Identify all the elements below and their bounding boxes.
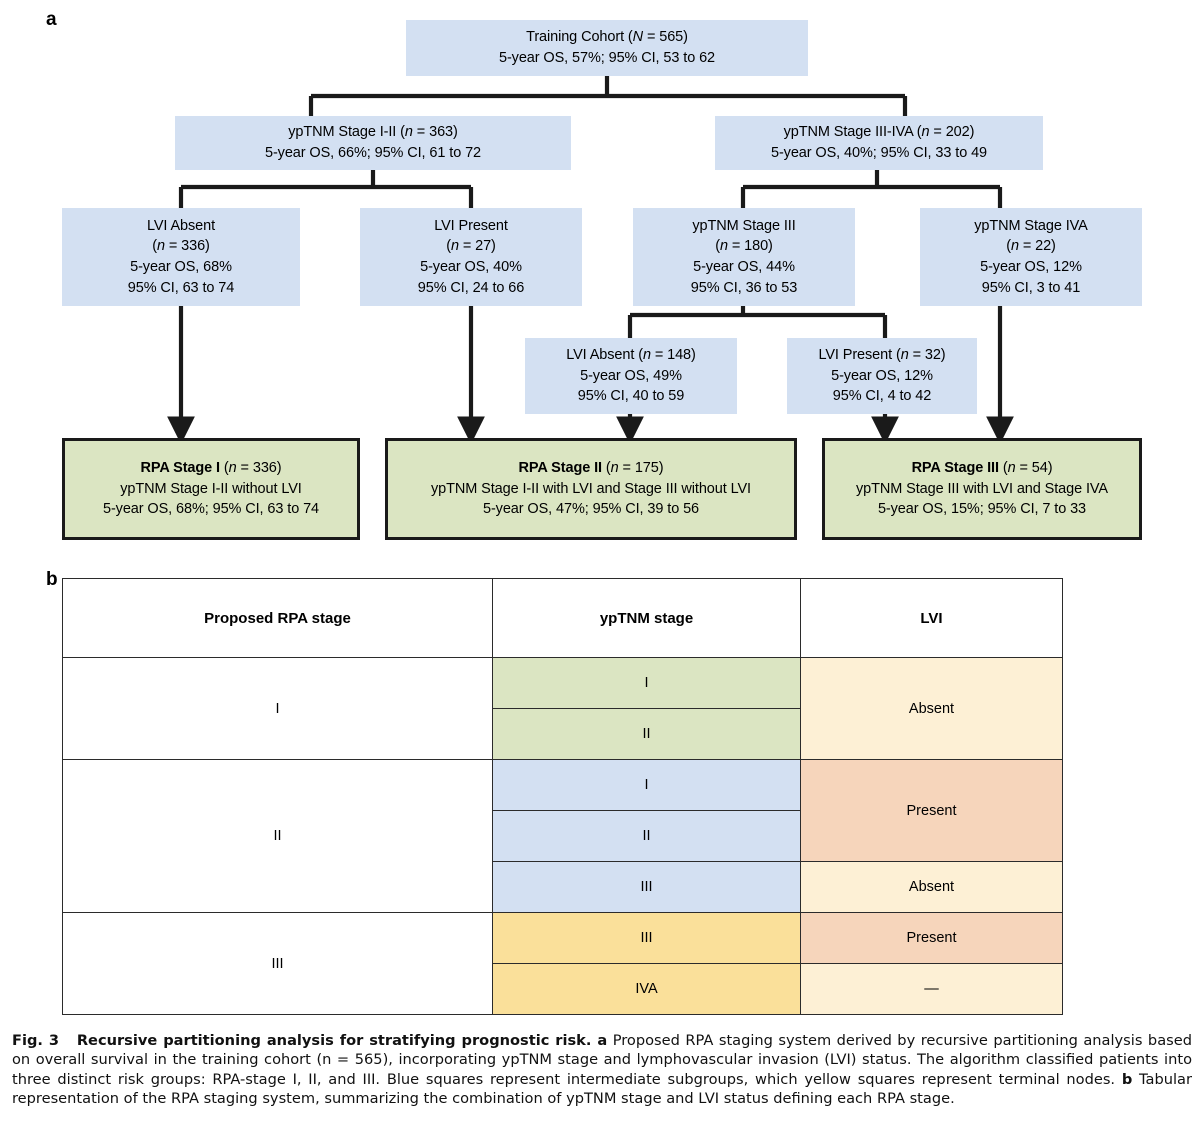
caption-title: Recursive partitioning analysis for stra…	[76, 1032, 592, 1049]
table-row: IVA —	[63, 963, 1063, 1015]
node-line: (n = 22)	[1006, 238, 1056, 255]
rpa-staging-table: Proposed RPA stage ypTNM stage LVI I I A…	[62, 578, 1063, 1015]
caption-marker-b: b	[1121, 1070, 1133, 1088]
table-row: II I Present	[62, 759, 1063, 913]
caption-fig-label: Fig. 3	[12, 1032, 60, 1049]
node-lvi-absent-148[interactable]: LVI Absent (n = 148) 5-year OS, 49% 95% …	[525, 338, 737, 414]
node-line: 5-year OS, 44%	[693, 259, 795, 275]
node-rpa-stage-3[interactable]: RPA Stage III (n = 54) ypTNM Stage III w…	[822, 438, 1142, 540]
table-row: II	[63, 810, 1063, 862]
cell-yptnm-stage: IVA	[492, 963, 801, 1015]
caption-body-b: Tabular representation of the RPA stagin…	[12, 1070, 1192, 1107]
column-header-yptnm-stage: ypTNM stage	[492, 578, 801, 658]
node-line: 5-year OS, 47%; 95% CI, 39 to 56	[482, 501, 700, 518]
node-line: ypTNM Stage III	[692, 217, 796, 234]
cell-yptnm-stage: III	[492, 912, 801, 964]
node-line: 5-year OS, 49%	[580, 367, 682, 384]
node-rpa-stage-2[interactable]: RPA Stage II (n = 175) ypTNM Stage I-II …	[385, 438, 797, 540]
node-line: RPA Stage II (n = 175)	[518, 460, 664, 477]
node-rpa-stage-1[interactable]: RPA Stage I (n = 336) ypTNM Stage I-II w…	[62, 438, 360, 540]
node-line: 5-year OS, 66%; 95% CI, 61 to 72	[264, 145, 482, 161]
node-line: LVI Absent (n = 148)	[566, 347, 696, 364]
table-row: III Absent	[63, 861, 1063, 913]
node-line: 5-year OS, 40%	[420, 259, 522, 275]
caption-body-a: Proposed RPA staging system derived by r…	[12, 1032, 1192, 1088]
cell-yptnm-stage: II	[492, 708, 801, 760]
cell-yptnm-stage: I	[492, 657, 801, 709]
node-line: ypTNM Stage I-II (n = 363)	[288, 124, 458, 141]
table-header-row: Proposed RPA stage ypTNM stage LVI	[62, 578, 1063, 658]
node-line: 5-year OS, 12%	[980, 259, 1082, 275]
node-line: ypTNM Stage III-IVA (n = 202)	[783, 124, 975, 141]
node-line: LVI Absent	[146, 217, 216, 234]
node-line: 95% CI, 40 to 59	[577, 388, 685, 405]
node-yptnm-stage-iva[interactable]: ypTNM Stage IVA (n = 22) 5-year OS, 12% …	[920, 208, 1142, 306]
node-line: 95% CI, 63 to 74	[127, 279, 235, 296]
node-line: LVI Present	[434, 217, 508, 234]
node-lvi-present-27[interactable]: LVI Present (n = 27) 5-year OS, 40% 95% …	[360, 208, 582, 306]
node-line: LVI Present (n = 32)	[818, 347, 946, 364]
node-line: 5-year OS, 12%	[831, 367, 933, 384]
node-line: ypTNM Stage III with LVI and Stage IVA	[856, 480, 1108, 497]
node-yptnm-stage-iii-iva[interactable]: ypTNM Stage III-IVA (n = 202) 5-year OS,…	[715, 116, 1043, 170]
node-line: ypTNM Stage I-II without LVI	[120, 480, 302, 497]
node-line: (n = 180)	[715, 238, 773, 255]
node-yptnm-stage-i-ii[interactable]: ypTNM Stage I-II (n = 363) 5-year OS, 66…	[175, 116, 571, 170]
cell-yptnm-stage: II	[492, 810, 801, 862]
column-header-lvi: LVI	[800, 578, 1063, 658]
node-line: 5-year OS, 40%; 95% CI, 33 to 49	[770, 145, 988, 161]
column-header-proposed-rpa-stage: Proposed RPA stage	[62, 578, 493, 658]
cell-lvi: Absent	[800, 657, 1063, 760]
table-row: II	[63, 708, 1063, 760]
caption-marker-a: a	[597, 1032, 608, 1049]
table-row: I I Absent	[62, 657, 1063, 760]
node-line: ypTNM Stage IVA	[974, 217, 1088, 234]
table-row: III III Present	[62, 912, 1063, 1015]
cell-rpa-stage: I	[62, 657, 493, 760]
figure-caption: Fig. 3 Recursive partitioning analysis f…	[12, 1031, 1192, 1108]
node-line: 95% CI, 3 to 41	[981, 279, 1081, 296]
node-line: RPA Stage I (n = 336)	[140, 460, 282, 477]
cell-yptnm-stage: III	[492, 861, 801, 913]
panel-a-letter: a	[46, 9, 57, 30]
node-line: 5-year OS, 68%; 95% CI, 63 to 74	[102, 501, 320, 518]
node-yptnm-stage-iii[interactable]: ypTNM Stage III (n = 180) 5-year OS, 44%…	[633, 208, 855, 306]
cell-lvi: Present	[800, 912, 1063, 964]
cell-rpa-stage: II	[62, 759, 493, 913]
node-line: 95% CI, 4 to 42	[832, 388, 932, 405]
node-training-cohort[interactable]: Training Cohort (N = 565) 5-year OS, 57%…	[406, 20, 808, 76]
node-line: RPA Stage III (n = 54)	[911, 460, 1053, 477]
node-line: 95% CI, 24 to 66	[417, 279, 525, 296]
node-line: Training Cohort (N = 565)	[526, 29, 688, 46]
panel-b-letter: b	[46, 569, 58, 590]
node-line: 5-year OS, 68%	[130, 259, 232, 275]
node-line: (n = 27)	[446, 238, 496, 255]
node-line: (n = 336)	[152, 238, 210, 255]
cell-yptnm-stage: I	[492, 759, 801, 811]
node-line: ypTNM Stage I-II with LVI and Stage III …	[431, 480, 751, 497]
cell-lvi: Absent	[800, 861, 1063, 913]
cell-lvi: Present	[800, 759, 1063, 862]
cell-rpa-stage: III	[62, 912, 493, 1015]
node-line: 5-year OS, 57%; 95% CI, 53 to 62	[498, 50, 716, 66]
node-lvi-absent-336[interactable]: LVI Absent (n = 336) 5-year OS, 68% 95% …	[62, 208, 300, 306]
node-lvi-present-32[interactable]: LVI Present (n = 32) 5-year OS, 12% 95% …	[787, 338, 977, 414]
node-line: 5-year OS, 15%; 95% CI, 7 to 33	[877, 501, 1087, 518]
cell-lvi: —	[800, 963, 1063, 1015]
node-line: 95% CI, 36 to 53	[690, 279, 798, 296]
rpa-decision-tree: Training Cohort (N = 565) 5-year OS, 57%…	[0, 0, 1200, 560]
